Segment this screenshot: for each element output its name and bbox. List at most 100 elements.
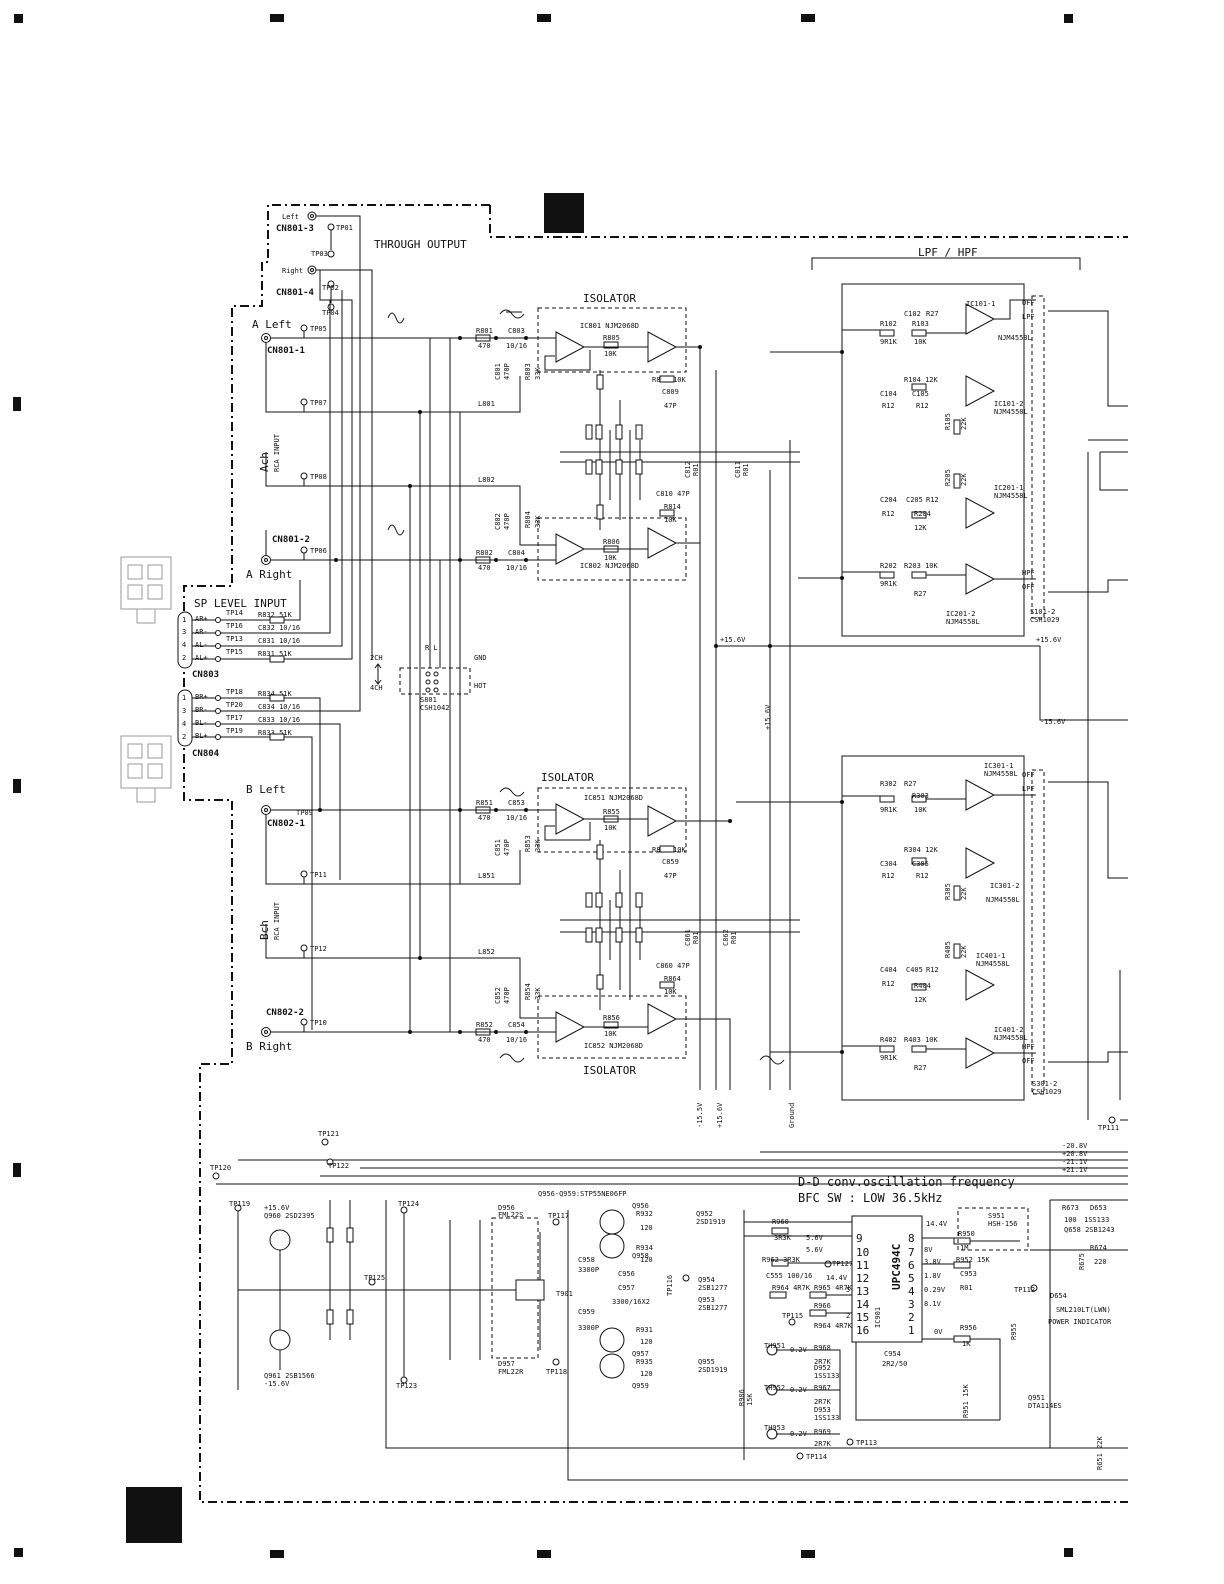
v15-6-label: +15.6V <box>264 1204 290 1212</box>
d654-label: D654 <box>1050 1292 1067 1300</box>
v3-8: 3.8V <box>924 1258 942 1266</box>
v15-6n-label: -15.6V <box>264 1380 290 1388</box>
c862-label: C862 <box>722 929 730 946</box>
v8-1: 8.1V <box>924 1300 942 1308</box>
v-28-label: -20.8V <box>1062 1142 1088 1150</box>
r302-val: 9R1K <box>880 806 898 814</box>
c812-val: R01 <box>692 463 700 476</box>
b-right-label: B Right <box>246 1040 292 1053</box>
al-minus-label: AL- <box>195 641 208 649</box>
upc494c-label: UPC494C <box>890 1244 903 1290</box>
r833-label: R833 51K <box>258 729 293 737</box>
r932-label: R932 <box>636 1210 653 1218</box>
dd-conv-label: D-D conv.oscillation frequency <box>798 1175 1015 1189</box>
br-minus-label: BR- <box>195 706 208 714</box>
c834-label: C834 10/16 <box>258 703 300 711</box>
a-left-label: A Left <box>252 318 292 331</box>
c404-label: C404 <box>880 966 897 974</box>
c404-val: R12 <box>882 980 895 988</box>
svg-text:3: 3 <box>182 628 186 636</box>
v5-6a: 5.6V <box>806 1234 824 1242</box>
svg-text:2: 2 <box>182 654 186 662</box>
a-right-label: A Right <box>246 568 292 581</box>
pin-2: 2 <box>908 1311 915 1324</box>
hpf-1: HPF <box>1022 569 1035 577</box>
ar-plus-label: AR+ <box>195 615 208 623</box>
q957-label: Q957 <box>632 1350 649 1358</box>
c956-label: C956 <box>618 1270 635 1278</box>
c555-label: C555 100/16 <box>766 1272 812 1280</box>
tp17-label: TP17 <box>226 714 243 722</box>
r202-label: R202 <box>880 562 897 570</box>
c851-label: C851 <box>494 839 502 856</box>
r405-val: 22K <box>960 945 968 958</box>
r104-label: R104 12K <box>904 376 939 384</box>
s301-2-part: CSH1029 <box>1032 1088 1062 1096</box>
r955-label: R955 <box>1010 1323 1018 1340</box>
lpf-hpf-filters: IC101-1 NJM4558L IC101-2 NJM4558L IC201-… <box>736 283 1128 1132</box>
c102-label: C102 <box>904 310 921 318</box>
r403-label: R403 10K <box>904 1036 939 1044</box>
r102-label: R102 <box>880 320 897 328</box>
ic401-2-label: IC401-2 <box>994 1026 1024 1034</box>
ic101-2-part: NJM4558L <box>994 408 1028 416</box>
c302-r27: R27 <box>904 780 917 788</box>
c204-val: R12 <box>882 510 895 518</box>
sine-markers <box>387 309 785 1065</box>
tp06-label: TP06 <box>310 547 327 555</box>
r853-val: 33K <box>534 839 542 852</box>
q954-part: 2SB1277 <box>698 1284 728 1292</box>
tp112-label: TP112 <box>1014 1286 1035 1294</box>
sml210-label: SML210LT(LWN) <box>1056 1306 1111 1314</box>
off-2: OFF <box>1022 583 1035 591</box>
c811-label: C811 <box>734 461 742 478</box>
r304-label: R304 12K <box>904 846 939 854</box>
r806-label: R806 <box>603 538 620 546</box>
ic901-label: IC901 <box>874 1307 882 1328</box>
r673-label: R673 <box>1062 1204 1079 1212</box>
c305-val: R12 <box>916 872 929 880</box>
pin-7: 7 <box>908 1246 915 1259</box>
q956-959-label: Q956-Q959:STP55NE06FP <box>538 1190 627 1198</box>
r305-val: 22K <box>960 887 968 900</box>
isolator-blocks: ISOLATOR ISOLATOR ISOLATOR IC802 NJM2068… <box>470 292 800 1090</box>
s951-label: S951 <box>988 1212 1005 1220</box>
l852-label: L852 <box>478 948 495 956</box>
r960-val: 3R3K <box>774 1234 792 1242</box>
q952-label: Q952 <box>696 1210 713 1218</box>
r852-label: R852 <box>476 1021 493 1029</box>
r864-val: 10K <box>664 988 677 996</box>
r205-val: 22K <box>960 473 968 486</box>
q953-part: 2SB1277 <box>698 1304 728 1312</box>
tp02-label: TP02 <box>322 284 339 292</box>
c204-label: C204 <box>880 496 897 504</box>
r403-r27: R27 <box>914 1064 927 1072</box>
lpf-hpf-bracket <box>811 257 1081 270</box>
r205-label: R205 <box>944 469 952 486</box>
d952-label: D952 <box>814 1364 831 1372</box>
c862-val: R01 <box>730 931 738 944</box>
r651-label: R651 22K <box>1096 1435 1104 1470</box>
r103-val: 10K <box>914 338 927 346</box>
c809-label: C809 <box>662 388 679 396</box>
v-28b-label: +20.8V <box>1062 1150 1088 1158</box>
r802-label: R802 <box>476 549 493 557</box>
minus15-a: -15.6V <box>1040 718 1066 726</box>
tp114-label: TP114 <box>806 1453 827 1461</box>
tp123-label: TP123 <box>396 1382 417 1390</box>
c803-val: 10/16 <box>506 342 527 350</box>
tp12-label: TP12 <box>310 945 327 953</box>
r801-val: 470 <box>478 342 491 350</box>
v0-29: 0.29V <box>924 1286 946 1294</box>
ach-label: Ach <box>258 452 271 472</box>
th953-label: TH953 <box>764 1424 785 1432</box>
c105-label: C105 <box>912 390 929 398</box>
c801-label: C801 <box>494 363 502 380</box>
v14-4: 14.4V <box>826 1274 848 1282</box>
tp13-label: TP13 <box>226 635 243 643</box>
tp16-label: TP16 <box>226 622 243 630</box>
c105-val: R12 <box>916 402 929 410</box>
r305-label: R305 <box>944 883 952 900</box>
c956-val: 3300/16X2 <box>612 1298 650 1306</box>
q959-label: Q959 <box>632 1382 649 1390</box>
